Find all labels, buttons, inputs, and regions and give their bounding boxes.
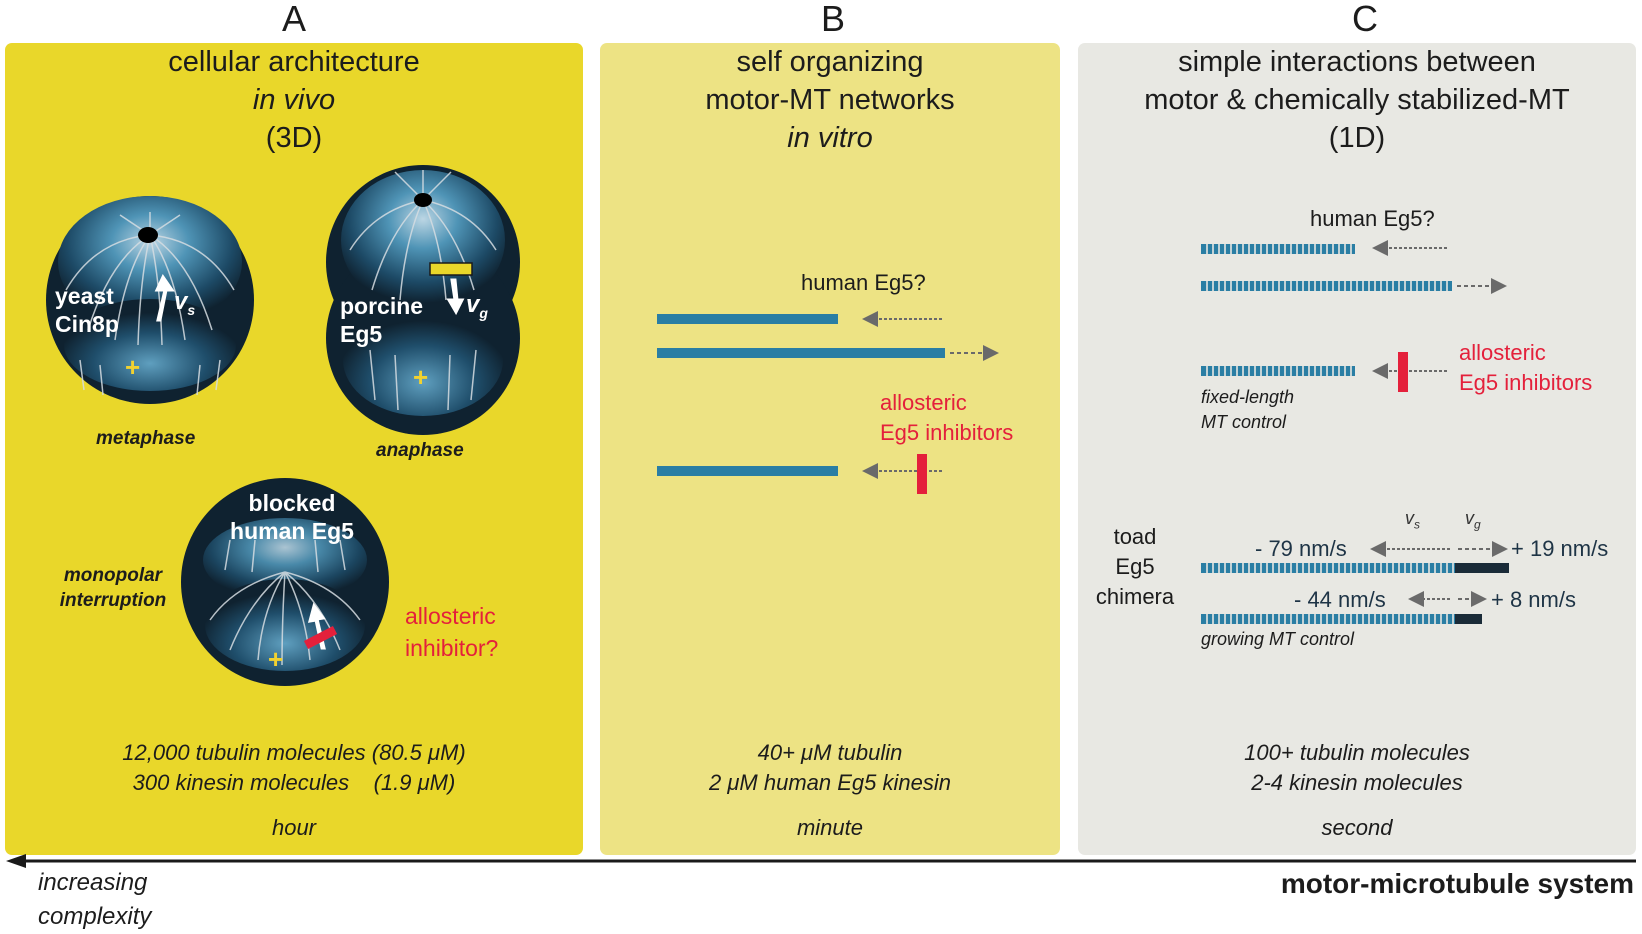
cell-blocked	[181, 478, 389, 686]
panel-a: cellular architecture in vivo (3D)	[5, 43, 583, 855]
growing-mt-control-label: growing MT control	[1201, 629, 1355, 649]
mt-c-4	[1201, 563, 1455, 573]
vs-label-c: vs	[1405, 508, 1420, 532]
metaphase-caption: metaphase	[96, 428, 196, 449]
velocity-vg-label-a: vg	[466, 291, 488, 321]
motor-microtubule-system-label: motor-microtubule system	[1280, 868, 1634, 899]
panel-c-stats: 100+ tubulin molecules 2-4 kinesin molec…	[1244, 740, 1470, 795]
panel-c-title: simple interactions between motor & chem…	[1144, 46, 1570, 154]
mt-c-5-growing-end	[1455, 614, 1482, 624]
speed-minus-44: - 44 nm/s	[1294, 587, 1386, 612]
cell-yeast-label: yeast Cin8p	[55, 283, 119, 337]
mt-c-5	[1201, 614, 1455, 624]
cell-porcine	[326, 165, 520, 435]
velocity-vs-label-a: vs	[174, 288, 196, 318]
mt-b-1	[657, 314, 838, 324]
inhibitor-bar-b	[917, 454, 927, 494]
mt-c-1	[1201, 244, 1355, 254]
panel-b-inhibitor-label: allosteric Eg5 inhibitors	[880, 390, 1014, 445]
panel-c-timescale: second	[1321, 815, 1393, 840]
panel-b-title: self organizing motor-MT networks in vit…	[705, 46, 955, 154]
panel-b-microtubules	[657, 311, 999, 494]
speed-plus-8: + 8 nm/s	[1491, 587, 1576, 612]
mt-c-3	[1201, 366, 1355, 376]
panel-c-microtubules	[1201, 240, 1509, 624]
panel-letter-c: C	[1352, 0, 1378, 39]
plus-end-marker-2: +	[413, 362, 429, 392]
complexity-axis	[6, 854, 1636, 868]
panel-a-title: cellular architecture in vivo (3D)	[168, 46, 420, 154]
fixed-length-control-label: fixed-length MT control	[1201, 387, 1295, 432]
plus-end-marker-3: +	[268, 644, 284, 674]
speed-minus-79: - 79 nm/s	[1255, 536, 1347, 561]
panel-b-timescale: minute	[796, 815, 864, 840]
panel-b: self organizing motor-MT networks in vit…	[600, 43, 1060, 855]
panel-c-inhibitor-label: allosteric Eg5 inhibitors	[1459, 340, 1593, 395]
mt-b-2	[657, 348, 945, 358]
increasing-complexity-label: increasing complexity	[38, 869, 152, 930]
anaphase-caption: anaphase	[376, 440, 464, 461]
panel-letter-a: A	[281, 0, 306, 39]
cell-yeast	[46, 196, 254, 404]
axis-arrow-icon	[6, 854, 26, 868]
allosteric-inhibitor-label-a: allosteric inhibitor?	[405, 603, 499, 661]
inhibitor-bar-c	[1398, 352, 1408, 392]
panel-letter-b: B	[820, 0, 845, 39]
toad-chimera-label: toad Eg5 chimera	[1095, 524, 1175, 609]
panel-c: simple interactions between motor & chem…	[1078, 43, 1636, 855]
cell-blocked-label: blocked human Eg5	[230, 490, 354, 544]
panel-b-motor-label: human Eg5?	[801, 270, 926, 295]
panel-a-stats: 12,000 tubulin molecules (80.5 μM) 300 k…	[122, 740, 466, 795]
plus-end-marker-1: +	[125, 352, 141, 382]
speed-plus-19: + 19 nm/s	[1511, 536, 1609, 561]
mt-c-4-growing-end	[1455, 563, 1509, 573]
monopolar-interruption-caption: monopolar interruption	[59, 565, 167, 611]
mt-b-3	[657, 466, 838, 476]
panel-c-motor-label: human Eg5?	[1310, 206, 1435, 231]
panel-b-stats: 40+ μM tubulin 2 μM human Eg5 kinesin	[709, 740, 951, 795]
cell-porcine-label: porcine Eg5	[340, 293, 424, 347]
vg-label-c: vg	[1465, 508, 1481, 532]
panel-a-timescale: hour	[271, 815, 317, 840]
